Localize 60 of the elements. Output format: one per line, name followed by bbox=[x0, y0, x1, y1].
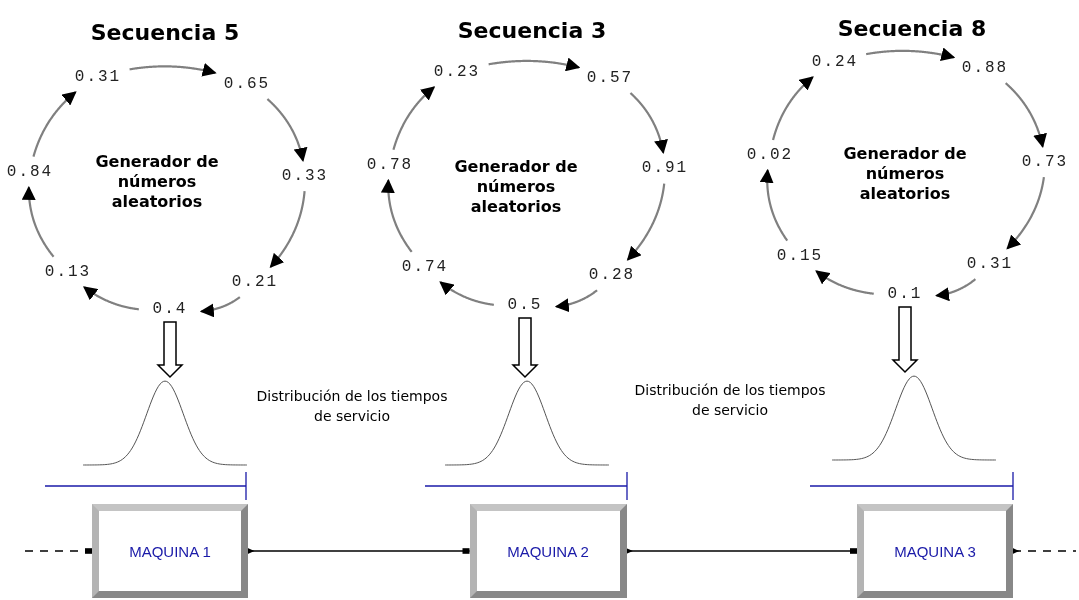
random-number: 0.65 bbox=[220, 73, 274, 95]
random-number: 0.57 bbox=[583, 67, 637, 89]
arrow bbox=[266, 98, 308, 162]
random-number: 0.28 bbox=[585, 264, 639, 286]
connector bbox=[625, 547, 858, 555]
generator-label: Generador de números aleatorios bbox=[94, 152, 220, 212]
generator-label: Generador de números aleatorios bbox=[453, 157, 579, 217]
arrow bbox=[935, 278, 977, 302]
sequence-title: Secuencia 3 bbox=[456, 17, 608, 43]
block-arrow bbox=[156, 321, 184, 379]
arrow bbox=[815, 270, 875, 295]
arrow bbox=[772, 76, 814, 141]
arrow bbox=[83, 286, 140, 311]
sequence-title: Secuencia 5 bbox=[89, 19, 241, 45]
process-box: MAQUINA 2 bbox=[469, 504, 627, 598]
arrow bbox=[439, 281, 495, 306]
arrow bbox=[629, 92, 668, 154]
random-number: 0.02 bbox=[743, 144, 797, 166]
arrow bbox=[380, 178, 413, 253]
arrow bbox=[32, 91, 77, 158]
connector bbox=[1012, 547, 1077, 555]
distribution-note: Distribución de los tiempos de servicio bbox=[633, 381, 827, 420]
random-number: 0.31 bbox=[71, 66, 125, 88]
random-number: 0.84 bbox=[3, 161, 57, 183]
arrow bbox=[129, 62, 217, 77]
arrow bbox=[392, 86, 436, 151]
distribution-note: Distribución de los tiempos de servicio bbox=[255, 387, 449, 426]
arrow bbox=[488, 57, 581, 72]
arrow bbox=[199, 296, 241, 318]
random-number: 0.1 bbox=[878, 283, 932, 305]
arrow bbox=[865, 47, 956, 62]
generator-label: Generador de números aleatorios bbox=[842, 144, 968, 204]
random-number: 0.24 bbox=[808, 51, 862, 73]
arrow bbox=[626, 183, 666, 261]
arrow bbox=[21, 185, 55, 258]
random-number: 0.4 bbox=[143, 298, 197, 320]
block-arrow bbox=[511, 317, 539, 379]
connector bbox=[24, 548, 93, 554]
random-number: 0.33 bbox=[278, 165, 332, 187]
random-number: 0.88 bbox=[958, 57, 1012, 79]
random-number: 0.21 bbox=[228, 271, 282, 293]
random-number: 0.23 bbox=[430, 61, 484, 83]
random-number: 0.31 bbox=[963, 253, 1017, 275]
random-number: 0.91 bbox=[638, 157, 692, 179]
random-number: 0.74 bbox=[398, 256, 452, 278]
block-arrow bbox=[891, 306, 919, 374]
sequence-title: Secuencia 8 bbox=[836, 15, 988, 41]
arrow bbox=[269, 190, 306, 268]
arrow bbox=[1004, 82, 1047, 148]
connector bbox=[247, 547, 471, 555]
random-number: 0.78 bbox=[363, 154, 417, 176]
arrow bbox=[759, 168, 789, 242]
arrow bbox=[554, 289, 598, 313]
random-number: 0.15 bbox=[773, 245, 827, 267]
random-number: 0.13 bbox=[41, 261, 95, 283]
process-box: MAQUINA 3 bbox=[857, 504, 1013, 598]
random-number: 0.73 bbox=[1018, 151, 1072, 173]
random-number: 0.5 bbox=[498, 294, 552, 316]
arrow bbox=[1006, 176, 1045, 250]
process-box: MAQUINA 1 bbox=[92, 504, 248, 598]
